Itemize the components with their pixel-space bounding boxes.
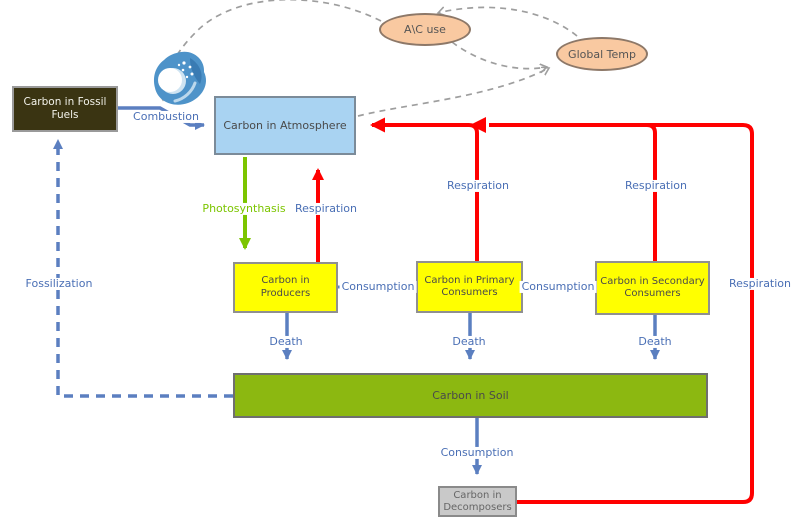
- label-death-producers: Death: [267, 334, 305, 349]
- link-atmosphere-to-global-temp: [357, 68, 549, 117]
- edge-respiration-primary: [370, 117, 479, 261]
- node-carbon-in-primary-consumers[interactable]: Carbon in Primary Consumers: [416, 261, 523, 313]
- node-carbon-in-decomposers[interactable]: Carbon in Decomposers: [438, 486, 517, 517]
- node-carbon-in-atmosphere[interactable]: Carbon in Atmosphere: [214, 96, 356, 155]
- node-label: Carbon in Primary Consumers: [424, 274, 515, 299]
- node-label: Carbon in Atmosphere: [223, 118, 347, 132]
- edge-respiration-secondary: [489, 123, 657, 261]
- label-respiration-secondary: Respiration: [622, 178, 690, 193]
- edge-respiration-decomposers: [517, 123, 754, 504]
- node-label: Global Temp: [568, 47, 636, 61]
- link-global-temp-to-ac-use: [438, 7, 578, 37]
- label-respiration-decomposers: Respiration: [726, 276, 794, 291]
- node-label: Carbon in Decomposers: [443, 489, 512, 513]
- node-carbon-in-producers[interactable]: Carbon in Producers: [233, 262, 338, 313]
- node-ac-use[interactable]: A\C use: [379, 13, 471, 46]
- label-combustion: Combustion: [131, 109, 201, 124]
- label-respiration-primary: Respiration: [444, 178, 512, 193]
- label-photosynthesis: Photosynthasis: [200, 201, 288, 216]
- node-global-temp[interactable]: Global Temp: [556, 37, 648, 71]
- node-carbon-in-secondary-consumers[interactable]: Carbon in Secondary Consumers: [595, 261, 710, 315]
- label-fossilization: Fossilization: [23, 276, 95, 291]
- label-death-primary: Death: [450, 334, 488, 349]
- node-label: A\C use: [404, 23, 446, 36]
- edge-respiration-merge-arrowhead: [470, 117, 486, 133]
- label-death-secondary: Death: [636, 334, 674, 349]
- label-consumption-producers-primary: Consumption: [339, 279, 417, 294]
- node-label: Carbon in Soil: [432, 388, 509, 402]
- node-carbon-in-soil[interactable]: Carbon in Soil: [233, 373, 708, 418]
- label-consumption-primary-secondary: Consumption: [519, 279, 597, 294]
- label-consumption-soil-decomposers: Consumption: [438, 445, 516, 460]
- node-label: Carbon in Secondary Consumers: [600, 275, 705, 300]
- node-label: Carbon in Producers: [260, 275, 311, 299]
- link-ac-use-to-global-temp: [451, 41, 547, 69]
- label-respiration-producers: Respiration: [292, 201, 360, 216]
- node-carbon-in-fossil-fuels[interactable]: Carbon in Fossil Fuels: [12, 86, 118, 132]
- node-label: Carbon in Fossil Fuels: [23, 95, 107, 121]
- edge-fossilization: [53, 139, 233, 398]
- combustion-splash-icon: [154, 51, 207, 105]
